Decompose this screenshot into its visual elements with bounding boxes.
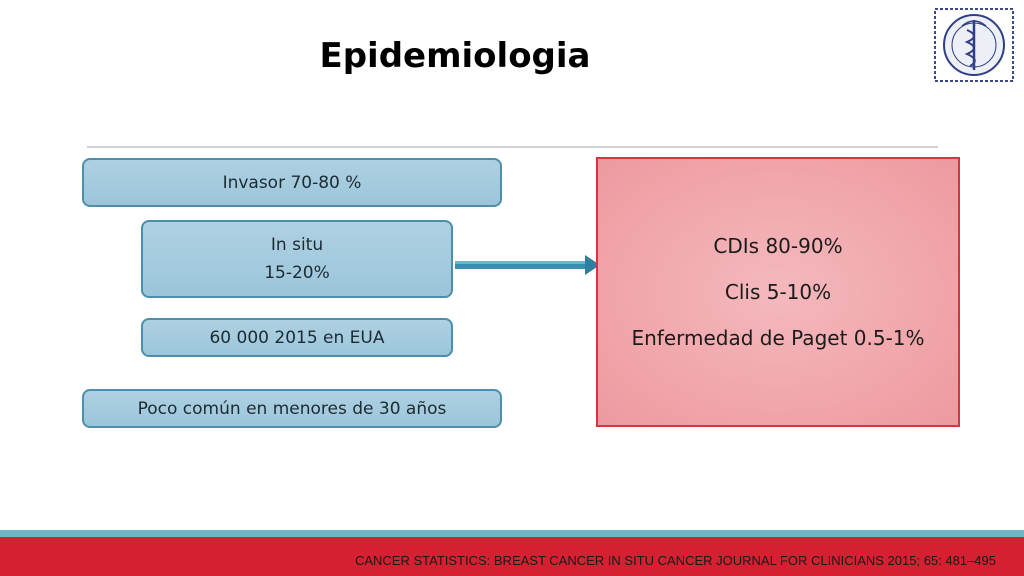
institute-seal-logo-icon — [934, 8, 1014, 82]
footer-accent-band — [0, 530, 1024, 537]
breakdown-line: Enfermedad de Paget 0.5-1% — [631, 326, 925, 350]
breakdown-line: CDIs 80-90% — [713, 234, 843, 258]
title-divider — [87, 146, 938, 148]
footer-band — [0, 537, 1024, 576]
left-item-line: 15-20% — [264, 263, 330, 283]
left-item-cases-usa: 60 000 2015 en EUA — [141, 318, 453, 357]
slide-title: Epidemiologia — [319, 36, 591, 76]
left-item-line: Poco común en menores de 30 años — [137, 398, 447, 419]
left-item-in-situ: In situ 15-20% — [141, 220, 453, 298]
footer-citation: CANCER STATISTICS: BREAST CANCER IN SITU… — [354, 553, 996, 568]
left-item-line: 60 000 2015 en EUA — [209, 327, 385, 348]
left-item-under-30: Poco común en menores de 30 años — [82, 389, 502, 428]
left-item-invasor: Invasor 70-80 % — [82, 158, 502, 207]
in-situ-breakdown-box: CDIs 80-90% Clis 5-10% Enfermedad de Pag… — [596, 157, 960, 427]
right-arrow-icon — [455, 255, 600, 275]
breakdown-line: Clis 5-10% — [724, 280, 832, 304]
left-item-line: Invasor 70-80 % — [222, 172, 362, 193]
left-item-line: In situ — [270, 235, 324, 255]
